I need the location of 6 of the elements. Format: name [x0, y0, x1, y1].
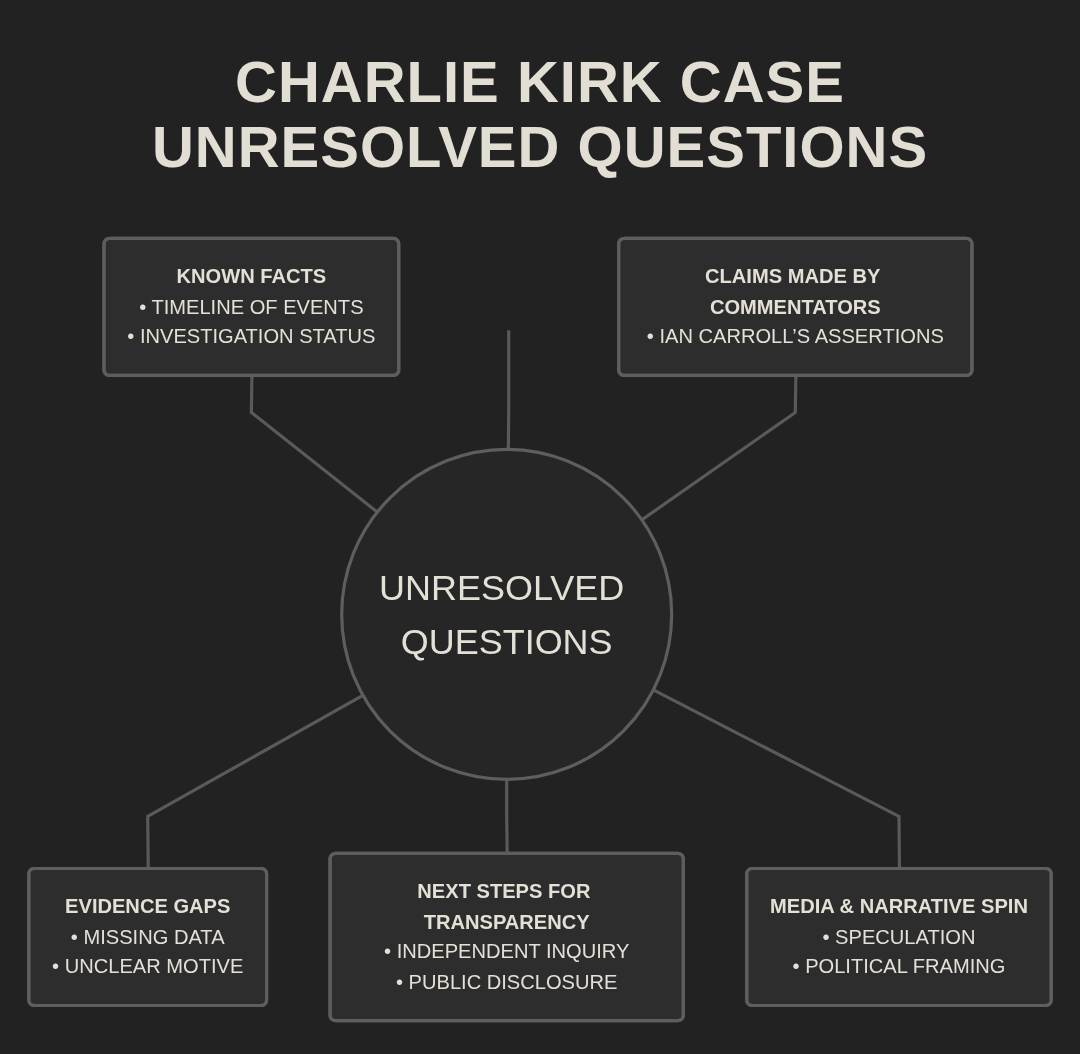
connector [249, 375, 379, 514]
title: CHARLIE KIRK CASE UNRESOLVED QUESTIONS [150, 50, 930, 180]
connector [505, 779, 509, 854]
node-circle: UNRESOLVED QUESTIONS [340, 447, 674, 781]
connector [506, 330, 511, 450]
connector [640, 375, 798, 522]
